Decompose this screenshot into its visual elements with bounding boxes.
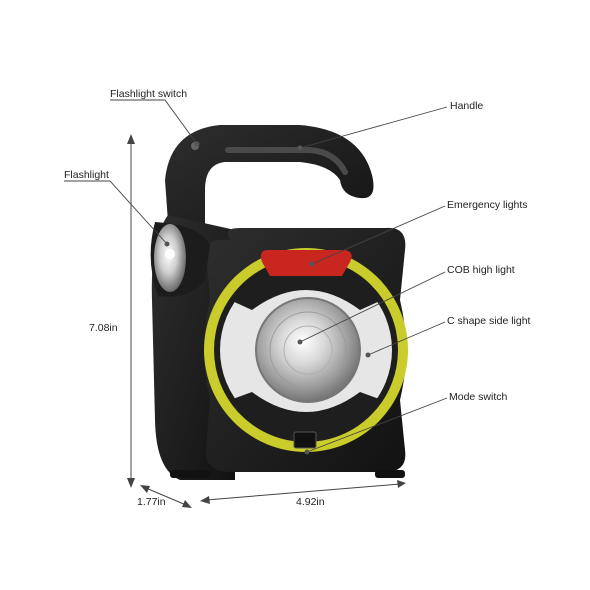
label-handle: Handle	[450, 100, 484, 112]
width-dimension-arrow	[200, 480, 406, 504]
label-c-shape-side-light: C shape side light	[447, 315, 531, 327]
dimension-width-label: 4.92in	[296, 496, 325, 508]
cob-light	[256, 298, 360, 402]
mode-switch	[293, 431, 317, 449]
label-cob-high-light: COB high light	[447, 264, 515, 276]
callout-dots	[164, 141, 371, 455]
emergency-panel	[260, 250, 352, 276]
callout-lines	[64, 99, 448, 453]
handle-grip	[225, 147, 348, 175]
label-flashlight-switch: Flashlight switch	[110, 88, 188, 100]
label-mode-switch: Mode switch	[449, 391, 508, 403]
label-flashlight: Flashlight	[64, 169, 109, 181]
handle-shape	[165, 125, 374, 250]
dimension-depth-label: 1.77in	[137, 496, 166, 508]
height-dimension-arrow	[127, 134, 135, 488]
dimension-height-label: 7.08in	[89, 322, 118, 334]
label-emergency-lights: Emergency lights	[447, 199, 528, 211]
depth-dimension-arrow	[140, 485, 192, 508]
